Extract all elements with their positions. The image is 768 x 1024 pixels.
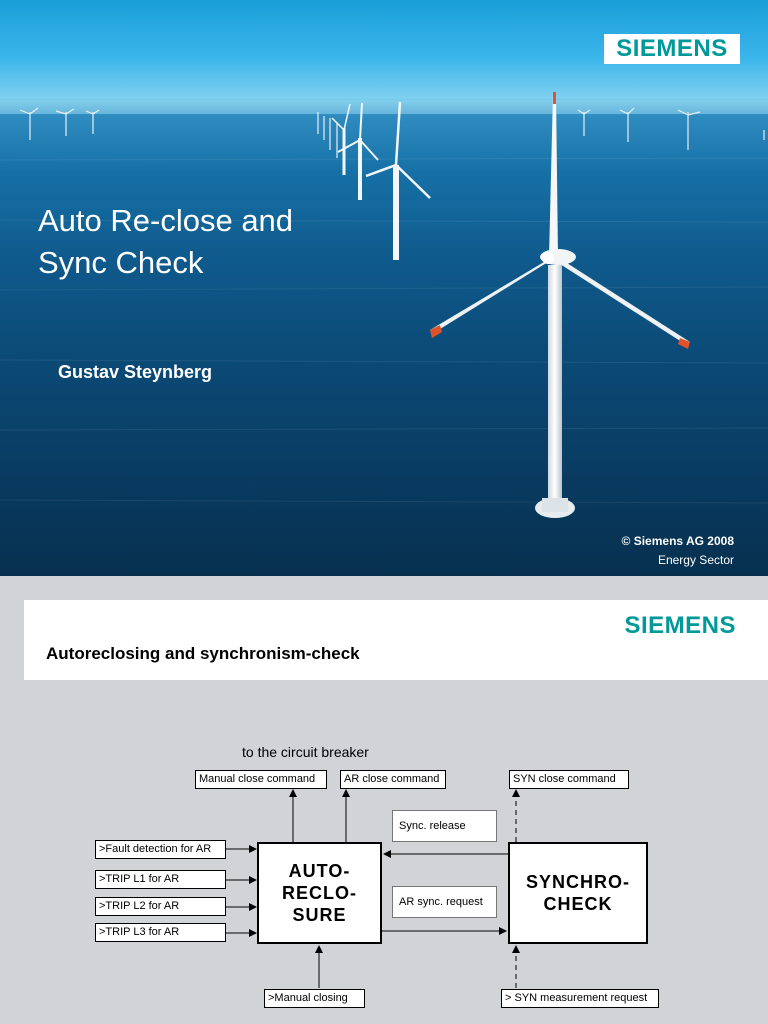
title-line-2: Sync Check [38,245,204,280]
syn-measurement-request-box: > SYN measurement request [501,989,659,1008]
sync-release-box: Sync. release [392,810,497,842]
syn-close-command-box: SYN close command [509,770,629,789]
title-slide: SIEMENS Auto Re-close and Sync Check Gus… [0,0,768,576]
manual-close-command-box: Manual close command [195,770,327,789]
author-name: Gustav Steynberg [58,362,213,382]
siemens-logo: SIEMENS [624,612,736,639]
manual-closing-box: >Manual closing [264,989,365,1008]
wind-farm-illustration [0,92,768,518]
copyright-notice: © Siemens AG 2008 [621,534,734,548]
input-trip-l2: >TRIP L2 for AR [95,897,226,916]
input-trip-l1: >TRIP L1 for AR [95,870,226,889]
ar-sync-request-box: AR sync. request [392,886,497,918]
slide-subtitle: Autoreclosing and synchronism-check [46,644,360,663]
input-fault-detection: >Fault detection for AR [95,840,226,859]
diagram-slide: SIEMENS Autoreclosing and synchronism-ch… [0,576,768,1024]
siemens-logo: SIEMENS [604,34,740,64]
title-line-1: Auto Re-close and [38,203,294,238]
circuit-breaker-label: to the circuit breaker [242,744,369,760]
input-trip-l3: >TRIP L3 for AR [95,923,226,942]
diagram-connectors [226,789,520,988]
ar-close-command-box: AR close command [340,770,446,789]
sector-label: Energy Sector [657,553,734,567]
autoreclosure-block: AUTO- RECLO- SURE [257,842,382,944]
presentation-title: Auto Re-close and Sync Check [38,200,418,284]
synchrocheck-block: SYNCHRO- CHECK [508,842,648,944]
slide-header: SIEMENS Autoreclosing and synchronism-ch… [24,600,768,680]
